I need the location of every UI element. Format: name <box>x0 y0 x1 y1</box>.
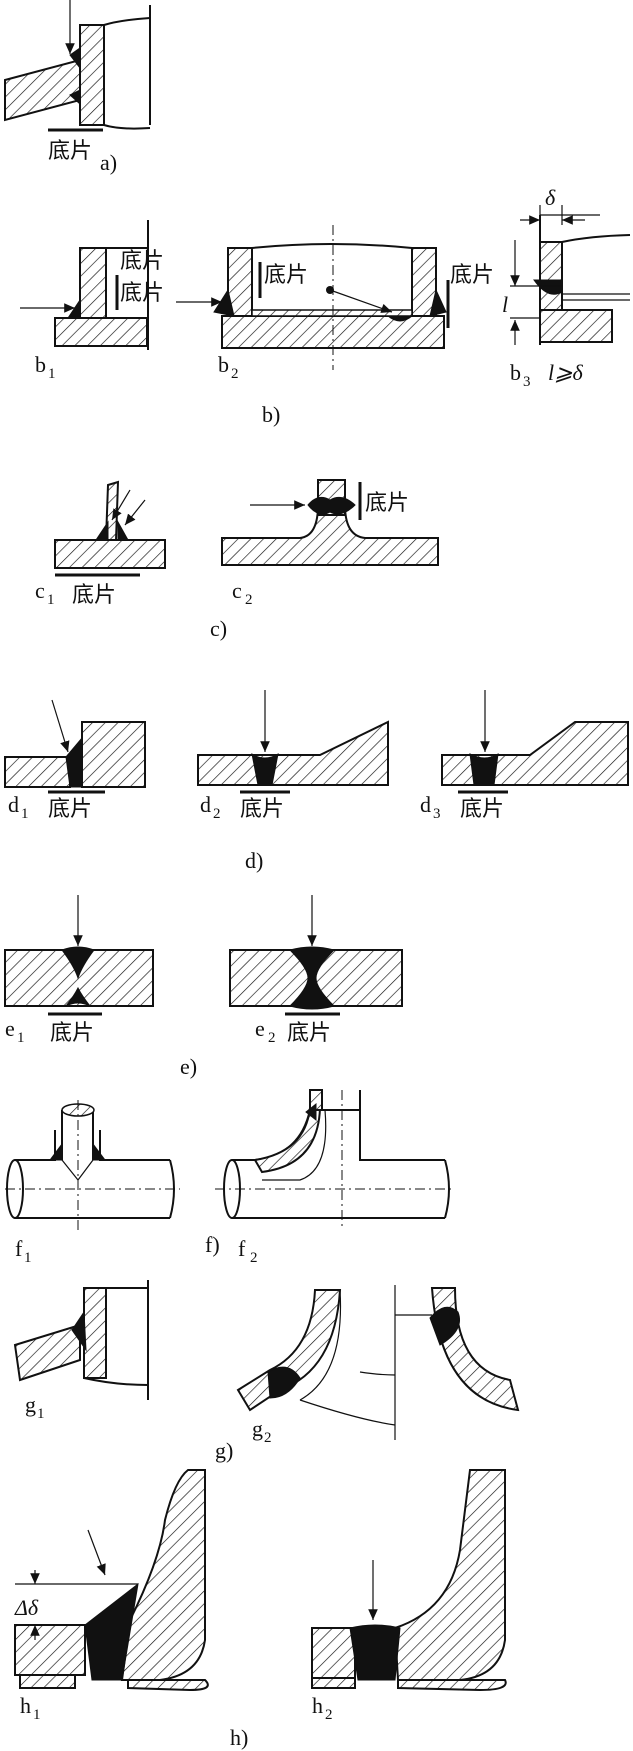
label-c1-letter: c <box>35 578 45 603</box>
label-b1-sub: 1 <box>48 366 56 382</box>
label-c2-letter: c <box>232 578 242 603</box>
film-label-b1-2: 底片 <box>120 281 164 306</box>
label-e2-letter: e <box>255 1016 265 1041</box>
caption-e: e) <box>180 1054 197 1079</box>
label-g2-sub: 2 <box>264 1430 272 1446</box>
film-label-e1: 底片 <box>50 1021 94 1046</box>
figure-e2: e 2 底片 <box>229 895 403 1046</box>
label-c1-sub: 1 <box>47 592 55 608</box>
caption-h: h) <box>230 1725 248 1750</box>
film-label-e2: 底片 <box>287 1021 331 1046</box>
film-label-a: 底片 <box>48 139 92 164</box>
label-e2-sub: 2 <box>268 1030 276 1046</box>
b3-thickness-symbol: δ <box>545 185 556 210</box>
label-d3-letter: d <box>420 792 431 817</box>
label-e1-sub: 1 <box>17 1030 25 1046</box>
label-b2-sub: 2 <box>231 366 239 382</box>
label-f2-letter: f <box>238 1236 246 1261</box>
caption-c: c) <box>210 616 227 641</box>
caption-f: f) <box>205 1232 220 1257</box>
h1-offset-symbol: Δδ <box>14 1595 39 1620</box>
figure-d3: d 3 底片 <box>420 690 629 822</box>
figure-c2: 底片 c 2 <box>221 479 439 608</box>
film-label-c2: 底片 <box>365 491 409 516</box>
label-b3-letter: b <box>510 360 521 385</box>
label-b3-sub: 3 <box>523 374 531 390</box>
label-f1-sub: 1 <box>24 1250 32 1266</box>
label-c2-sub: 2 <box>245 592 253 608</box>
figure-b1: 底片 底片 b 1 <box>20 220 164 382</box>
figure-h1: Δδ h 1 <box>14 1469 209 1723</box>
label-h1-letter: h <box>20 1693 31 1718</box>
label-d3-sub: 3 <box>433 806 441 822</box>
figure-h2: h 2 <box>311 1469 507 1723</box>
film-label-c1: 底片 <box>72 583 116 608</box>
film-label-d2: 底片 <box>240 797 284 822</box>
figure-g1: g 1 <box>13 1280 149 1422</box>
figure-a: 底片 a) <box>4 0 151 175</box>
film-label-b2-left: 底片 <box>264 263 308 288</box>
figure-e1: e 1 底片 <box>4 895 154 1046</box>
label-h1-sub: 1 <box>33 1707 41 1723</box>
figure-b2: 底片 底片 b 2 <box>176 225 494 382</box>
film-label-b2-right: 底片 <box>450 263 494 288</box>
film-label-b1: 底片 <box>120 249 164 274</box>
caption-b: b) <box>262 402 280 427</box>
label-b2-letter: b <box>218 352 229 377</box>
caption-a: a) <box>100 150 117 175</box>
film-label-d1: 底片 <box>48 797 92 822</box>
figure-g2: g 2 <box>236 1285 520 1446</box>
label-d2-sub: 2 <box>213 806 221 822</box>
b3-length-symbol: l <box>502 292 508 317</box>
label-d1-letter: d <box>8 792 19 817</box>
caption-g: g) <box>215 1438 233 1463</box>
label-h2-sub: 2 <box>325 1707 333 1723</box>
figure-c1: c 1 底片 <box>35 480 166 608</box>
label-d2-letter: d <box>200 792 211 817</box>
film-label-d3: 底片 <box>460 797 504 822</box>
caption-d: d) <box>245 848 263 873</box>
figure-f1: f 1 <box>5 1100 180 1266</box>
label-e1-letter: e <box>5 1016 15 1041</box>
b3-condition: l⩾δ <box>548 360 584 385</box>
figure-d1: d 1 底片 <box>4 699 146 822</box>
figure-d2: d 2 底片 <box>197 690 389 822</box>
label-d1-sub: 1 <box>21 806 29 822</box>
label-f2-sub: 2 <box>250 1250 258 1266</box>
figure-f2: f 2 <box>215 1089 455 1266</box>
label-h2-letter: h <box>312 1693 323 1718</box>
label-g2-letter: g <box>252 1416 263 1441</box>
label-g1-letter: g <box>25 1392 36 1417</box>
label-g1-sub: 1 <box>37 1406 45 1422</box>
label-b1-letter: b <box>35 352 46 377</box>
label-f1-letter: f <box>15 1236 23 1261</box>
figure-b3: δ l l⩾δ b 3 <box>502 185 631 390</box>
